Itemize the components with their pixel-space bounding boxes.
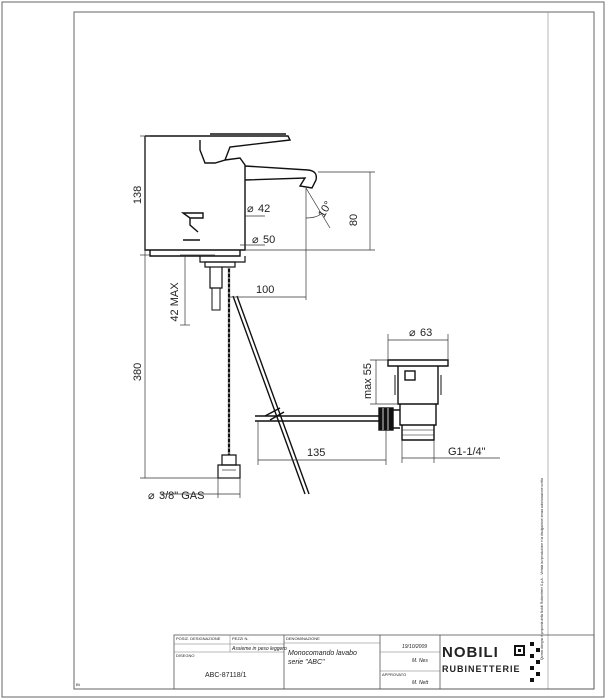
brand-logo-icon — [514, 642, 540, 682]
dim-42max: 42 MAX — [169, 282, 181, 322]
dim-dia63: 63 — [420, 327, 432, 339]
title-block: POSIZ. DESIGNAZIONE PEZZI N. Assieme in … — [76, 634, 595, 690]
dim-dia42: 42 — [258, 203, 270, 215]
tb-approved-by: M. Nett — [412, 680, 429, 686]
tb-assembly: Assieme in peso leggero — [231, 646, 287, 652]
tb-position-label: POSIZ. DESIGNAZIONE — [176, 636, 221, 641]
tb-date: 19/10/2009 — [402, 644, 427, 650]
dim-dia42-symbol: ⌀ — [247, 203, 254, 215]
supply-hose — [217, 267, 241, 479]
brand-bottom: RUBINETTERIE — [442, 664, 521, 674]
dimension-lines — [140, 135, 500, 498]
dim-gas: 3/8" GAS — [159, 490, 204, 502]
dim-dia50-symbol: ⌀ — [252, 234, 259, 246]
waste-assembly — [378, 359, 449, 441]
dim-380: 380 — [132, 363, 144, 381]
dim-dia50: 50 — [263, 234, 275, 246]
dim-dia63-symbol: ⌀ — [409, 327, 416, 339]
tb-approved-label: APPROVATO — [382, 672, 406, 677]
dim-g114: G1-1/4" — [448, 446, 486, 458]
side-note: Questo disegno è proprietà della Nobili … — [540, 478, 544, 660]
dim-80: 80 — [348, 214, 360, 226]
tb-denomination-1: Monocomando lavabo — [288, 650, 357, 657]
dim-138: 138 — [132, 186, 144, 204]
tb-drawing-label: DISEGNO — [176, 653, 194, 658]
dim-gas-symbol: ⌀ — [148, 490, 155, 502]
dim-100: 100 — [256, 284, 274, 296]
dim-angle: 10° — [316, 199, 335, 219]
inner-frame — [73, 11, 595, 690]
tb-drawn-by: M. Nes — [412, 658, 428, 664]
pop-up-rod — [232, 295, 380, 495]
tb-piece-label: PEZZI N. — [232, 636, 248, 641]
dim-max55: max 55 — [362, 363, 374, 399]
tb-code: ABC-87118/1 — [205, 672, 247, 679]
footer-mark: Bt — [76, 682, 81, 687]
brand-top: NOBILI — [442, 644, 499, 661]
dimension-labels: 138 80 10° ⌀ 42 ⌀ 50 42 MAX 100 380 ⌀ 63… — [132, 186, 486, 502]
tb-denomination-2: serie "ABC" — [288, 659, 325, 666]
tb-denomination-label: DENOMINAZIONE — [286, 636, 320, 641]
dim-135: 135 — [307, 447, 325, 459]
